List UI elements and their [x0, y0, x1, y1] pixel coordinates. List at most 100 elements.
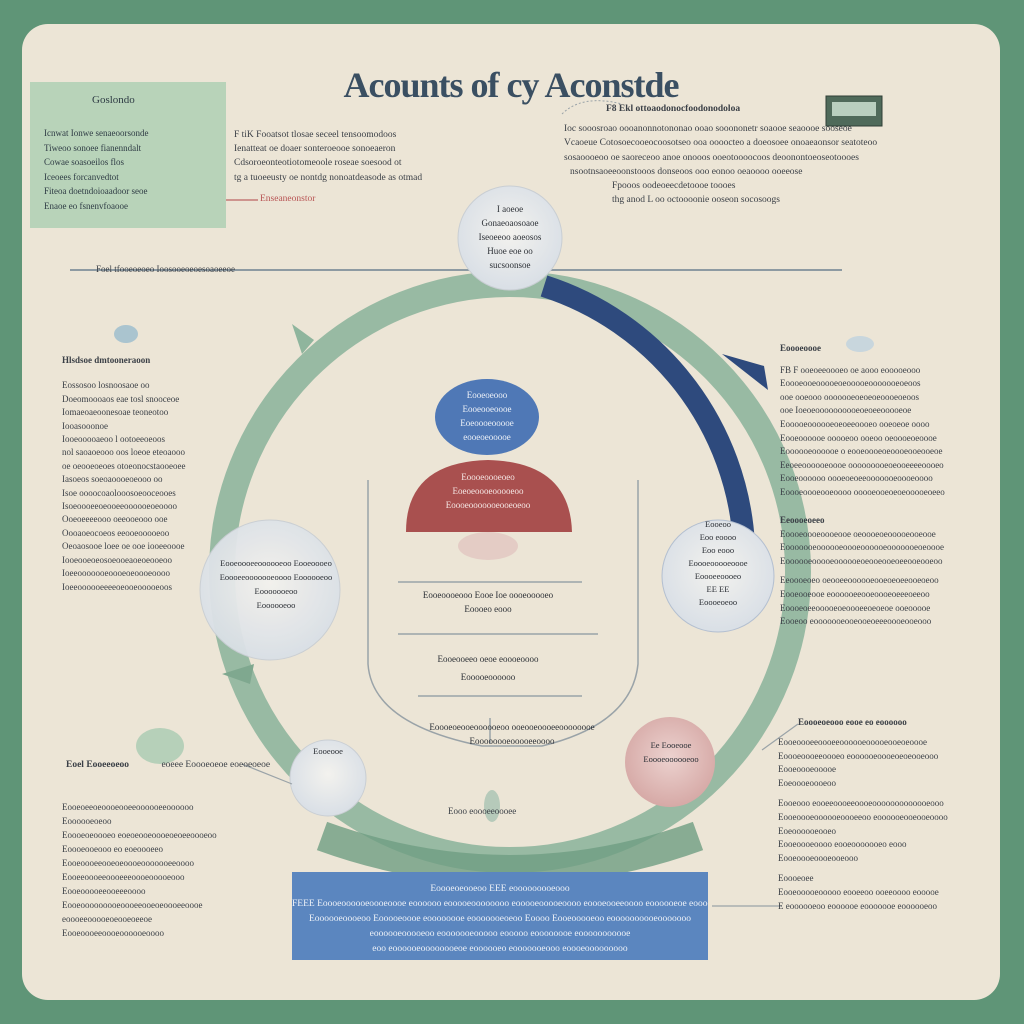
- list-item: Eoooooeoeoo: [62, 816, 112, 826]
- text-line: Eooeooeooe eoooooeeooeoooeoeeeoeeoo: [780, 588, 930, 599]
- list-item: Eoooooeoooooe o eooeoooeoeoooeooeooeoe: [780, 446, 943, 457]
- connector-right: [761, 723, 799, 751]
- right-bubble-text: Eooeoo Eoo eoooo Eoo eooo Eoooeooooeoooe…: [666, 518, 770, 609]
- bubble-line: Eooeoo: [705, 519, 731, 529]
- text-line: Ienatteat oe doaer sonteroeooe sonoeaero…: [234, 144, 396, 155]
- oval-red-text: Eoooeoooeoeo Eoeoeoooeooooeoo Eoooeooooo…: [412, 470, 564, 512]
- bubble-line: Eooeoooeeoooooeoo Eooeoooeo: [220, 558, 332, 568]
- bubble-left: [199, 519, 341, 661]
- list-item: Oooaoeocoeos eeooeooooeoo: [62, 527, 170, 538]
- bubble-line: Eoooeoeoo: [698, 597, 738, 607]
- text-line: tg a tuoeeusty oe nontdg nonoatdeasode a…: [234, 172, 423, 183]
- diagram-graphic: [70, 95, 883, 907]
- list-item: Eooeoeeoeoooeooeeoooooeeoooooo: [62, 802, 194, 812]
- summary-heading: Eoooeoeooeoo EEE eooooooooeooo: [430, 884, 570, 894]
- bubble-line: Eooooooeoo: [254, 586, 298, 596]
- list-item: Enaoe eo fsnenvfoaooe: [44, 200, 128, 211]
- list-item: Eossosoo losnoosaoe oo: [62, 380, 150, 391]
- list-item: Eooeeoooeeoooeeeoooeooooeooo: [62, 872, 185, 882]
- center-mid-text: Eooeoooeooo Eooe Ioe oooeooooeo Eoooeo e…: [398, 588, 578, 616]
- bubble-small: [289, 739, 367, 817]
- top-left-block: F tiK Fooatsot tlosae seceel tensoomodoo…: [234, 128, 422, 185]
- list-item: Doeomoooaos eae tosl snooceoe: [62, 393, 180, 404]
- text-line: Eeoooeoeo oeooeeoooooeooeoeoeeooeoeoo: [780, 575, 939, 586]
- bottom-right-list: Eoooeoeooo eooe eo eoooooo Eooeoooeeoooe…: [778, 716, 948, 913]
- summary-box: Eoooeoeooeoo EEE eooooooooeooo FEEE Eooo…: [292, 872, 708, 960]
- list-item: Eoooeooeooo eo eoeoooeeo: [62, 844, 163, 854]
- blob-bottom-center: [484, 790, 500, 822]
- bubble-line: Eoo eoooo: [699, 532, 737, 542]
- list-item: Ioeeooooooeoooeoeoooeoooo: [62, 568, 170, 579]
- center-bottom-text: Eoooeoeooeoooooeoo ooeooeoooeeoooooooe E…: [412, 720, 612, 748]
- ring-green-base: [316, 821, 704, 885]
- page-title: Acounts of cy Aconstde: [343, 65, 680, 105]
- bottom-center-label: Eooo eoooeeoooee: [448, 806, 517, 816]
- text-line: Eoooeoeooeoooooeoo ooeooeoooeeoooooooe: [429, 722, 595, 732]
- bubble-line: Ee Eooeooe: [650, 740, 692, 750]
- list-item: Eoooeoeoooeo eoeoeooeoooeoeoeeoooeoo: [62, 830, 217, 840]
- list-item: Eoeoooooeooeo: [778, 825, 836, 836]
- blob-left: [114, 325, 138, 343]
- list-item: Eooeoooeoooo eooeooooooeo eooo: [778, 839, 907, 850]
- list-item: Eooeooo eooeeoooeeoooeooooooooooooeooo: [778, 797, 944, 808]
- list-item: Iooeooooaeoo l ootoeeoeoos: [62, 434, 165, 445]
- summary-line: Eoooooeoooeoo Eooooeoooe eoooooooe eoooo…: [308, 914, 692, 924]
- list-item: eoooeeooooeoeooeoeeoe: [62, 914, 152, 924]
- text-line: Ioc sooosroao oooanonnotononao ooao sooo…: [564, 124, 852, 135]
- text-line: Eooeoo eooooooeooeooeoeeeoooeooeooo: [780, 616, 932, 627]
- oval-line: Eooeoeooo: [466, 390, 508, 400]
- oval-line: Eoooeooooooeooeoeoo: [445, 500, 531, 510]
- oval-blue-text: Eooeoeooo Eooeooeoooe Eoeoooeooooe eooeo…: [436, 388, 538, 444]
- oval-red: [406, 460, 572, 532]
- list-item: oe oeooeoeoes otoeonocstaooeoee: [62, 460, 186, 471]
- poster-card: Acounts of cy Aconstde: [22, 24, 1000, 1000]
- list-heading: Hlsdsoe dmtooneraoon: [62, 355, 151, 365]
- oval-red-shadow: [458, 532, 518, 560]
- text-line: Eoooooooeooooeeoooo: [469, 736, 555, 746]
- oval-blue: [435, 379, 539, 455]
- summary-line: eoo eoooooeoooooooeoe eoooooeo eooooooeo…: [372, 944, 628, 954]
- summary-line: FEEE Eoooeoooooeoooeoooe eoooooo eooooeo…: [292, 899, 708, 909]
- text-line: Vcaoeue Cotosoecooeocoosotseo ooa ooooct…: [564, 138, 878, 149]
- text-line: Eooooeoooooo: [460, 672, 516, 682]
- right-mid-block: Eeoooeoeeo Eoooeoooeoooeooe oeoooeoeoooo…: [780, 514, 944, 629]
- inner-frame: [367, 480, 639, 747]
- oval-line: Eoooeoooeoeo: [461, 472, 515, 482]
- list-item: Iceoees forcanvedtot: [44, 171, 119, 182]
- oval-line: eooeoeooooe: [463, 432, 511, 442]
- list-item: Ioeeoooooeeeeoeooeooooeoos: [62, 581, 172, 592]
- list-item: Icnwat Ionwe senaeoorsonde: [44, 128, 149, 138]
- block-heading: Eeoooeoeeo: [780, 515, 825, 525]
- top-bubble-text: I aoeoe Gonaeoaosoaoe Iseoeeoo aoeosos H…: [458, 202, 562, 272]
- red-bubble-text: Ee Eooeooe Eoooeoooooeoo: [626, 738, 716, 766]
- text-line: Eoooooeooooeoooooeoeooeooeoeeooeooeoo: [780, 555, 943, 566]
- blob-bottom-left: [136, 728, 184, 764]
- list-item: FB F ooeoeeoooeo oe aooo eooooeooo: [780, 364, 921, 375]
- list-item: Eooooeoooooeoeoeeoooeo ooeoeoe oooo: [780, 418, 930, 429]
- list-item: Eoooeoooeooeoooo ooooeooeoeoeooooeoeeo: [780, 486, 945, 497]
- list-item: Eeoeeoooooeoooe ooooooooeoeooeeeeoooeo: [780, 459, 944, 470]
- left-bubble-text: Eooeoooeeoooooeoo Eooeoooeo Eoooeeoooooo…: [208, 556, 344, 612]
- list-item: Eoooeooeooooeoeooooeooooooeoeoos: [780, 378, 921, 389]
- oval-line: Eooeooeoooe: [462, 404, 512, 414]
- bubble-red: [625, 717, 715, 807]
- bubble-line: Eoo eooo: [701, 545, 735, 555]
- text-line: Fpooos oodeoeecdetoooe toooes: [612, 181, 736, 192]
- list-item: nol saoaoeooo oos loeoe eteoaooo: [62, 447, 185, 458]
- list-item: Tiweoo sonoee fianenndalt: [44, 142, 142, 153]
- panel-list: Icnwat Ionwe senaeoorsonde Tiweoo sonoee…: [44, 126, 148, 213]
- text-line: Cdsoroeonteotiotomeoole roseae soesood o…: [234, 158, 402, 169]
- list-item: Eooeooooeooooo eooeeoo ooeeoooo eooooe: [778, 886, 939, 897]
- small-bubble-text: Eooeooe: [298, 744, 358, 758]
- text-line: Eoooeoooeoooeooe oeoooeoeooooeooeooe: [780, 528, 936, 539]
- ring-blue-tip: [722, 354, 768, 390]
- text-line: thg anod L oo octoooonie ooseon socosoog…: [612, 195, 780, 206]
- summary-line: eoooooeooooeoo eooooooeooooo eooooo eooo…: [369, 929, 631, 939]
- list-item: Iomaeoaeoonesoae teoneotoo: [62, 407, 169, 418]
- top-left-tag: Enseaneonstor: [260, 194, 316, 204]
- bubble-line: Eooeooe: [313, 746, 343, 756]
- ring-notch-left2: [222, 664, 254, 684]
- blob-right: [846, 336, 874, 352]
- bottom-left-list: Eooeoeeoeoooeooeeoooooeeoooooo Eoooooeoe…: [62, 800, 217, 940]
- list-item: Ooeoeeeeooo oeeooeooo ooe: [62, 514, 168, 525]
